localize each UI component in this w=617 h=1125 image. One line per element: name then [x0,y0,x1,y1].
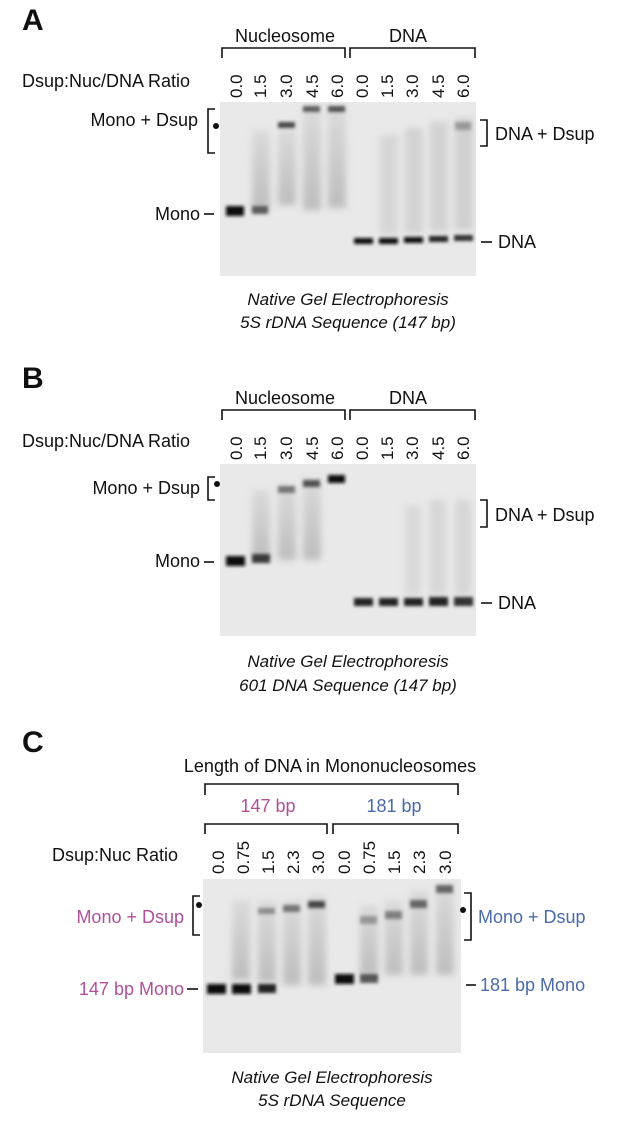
panel-b-mono-label: Mono [155,551,200,571]
panel-a-gel [220,102,476,276]
panel-b-right-bracket [480,499,488,528]
panel-c-181-bracket [332,823,459,834]
panel-a-left-dot [213,123,219,129]
panel-a-nucleosome-bracket [221,47,346,58]
panel-b-nucleosome-label: Nucleosome [235,388,335,408]
lane-label: 0.75 [360,841,379,874]
panel-a-right-bracket [480,119,488,147]
lane-label: 1.5 [378,74,397,98]
panel-a-lane-labels: 0.0 1.5 3.0 4.5 6.0 0.0 1.5 3.0 4.5 6.0 [227,74,473,98]
lane-label: 2.3 [410,850,429,874]
panel-c-181bp-label: 181 bp [366,796,421,816]
lane-label: 0.0 [209,850,228,874]
lane-label: 1.5 [385,850,404,874]
panel-c-right-bracket [464,892,472,941]
panel-b-dna-bracket [349,409,476,420]
panel-c-caption-line2: 5S rDNA Sequence [258,1091,406,1110]
panel-a-dna-dsup-label: DNA + Dsup [495,124,595,144]
lane-label: 1.5 [251,436,270,460]
panel-a-mono-label: Mono [155,204,200,224]
panel-a-nucleosome-label: Nucleosome [235,26,335,46]
lane-label: 6.0 [454,74,473,98]
panel-c-left-mono-dsup-label: Mono + Dsup [76,907,184,927]
lane-label: 6.0 [328,436,347,460]
lane-label: 3.0 [277,74,296,98]
panel-b-left-dot [214,481,220,487]
lane-label: 3.0 [403,74,422,98]
panel-b-caption-line2: 601 DNA Sequence (147 bp) [239,676,457,695]
panel-c-181-mono-label: 181 bp Mono [480,975,585,995]
panel-b-gel [220,464,476,636]
lane-label: 1.5 [259,850,278,874]
panel-b-dna-dsup-label: DNA + Dsup [495,505,595,525]
panel-a-dna-bracket [349,47,476,58]
panel-c-lane-labels: 0.0 0.75 1.5 2.3 3.0 0.0 0.75 1.5 2.3 3.… [209,841,455,874]
panel-c-gel [203,879,461,1053]
panel-c-left-dot [196,902,202,908]
panel-c-147-bracket [204,823,328,834]
panel-b-caption-line1: Native Gel Electrophoresis [247,652,449,671]
panel-a-caption-line2: 5S rDNA Sequence (147 bp) [240,313,456,332]
panel-c-147-mono-label: 147 bp Mono [79,979,184,999]
panel-b-left-bracket [207,476,215,501]
lane-label: 3.0 [403,436,422,460]
panel-b-nucleosome-bracket [221,409,346,420]
panel-a-ratio-label: Dsup:Nuc/DNA Ratio [22,71,190,91]
panel-a-left-bracket [207,108,215,154]
lane-label: 3.0 [309,850,328,874]
lane-label: 4.5 [429,74,448,98]
lane-label: 0.0 [335,850,354,874]
panel-c: C Length of DNA in Mononucleosomes 147 b… [22,726,586,1110]
panel-c-right-dot [460,907,466,913]
panel-b-letter: B [22,362,44,395]
panel-b-mono-dsup-label: Mono + Dsup [92,478,200,498]
panel-c-letter: C [22,726,44,759]
lane-label: 3.0 [436,850,455,874]
panel-a: A Nucleosome DNA Dsup:Nuc/DNA Ratio 0.0 … [22,4,595,332]
lane-label: 0.75 [234,841,253,874]
lane-label: 1.5 [251,74,270,98]
lane-label: 0.0 [353,436,372,460]
lane-label: 0.0 [227,74,246,98]
lane-label: 0.0 [227,436,246,460]
lane-label: 4.5 [303,74,322,98]
lane-label: 6.0 [454,436,473,460]
panel-a-letter: A [22,4,44,37]
panel-c-caption-line1: Native Gel Electrophoresis [231,1068,433,1087]
lane-label: 0.0 [353,74,372,98]
lane-label: 4.5 [303,436,322,460]
panel-b-dna-label: DNA [389,388,427,408]
lane-label: 3.0 [277,436,296,460]
panel-a-dna-label: DNA [389,26,427,46]
panel-a-dna-band-label: DNA [498,232,536,252]
lane-label: 2.3 [284,850,303,874]
lane-label: 6.0 [328,74,347,98]
panel-a-mono-dsup-label: Mono + Dsup [90,110,198,130]
panel-c-147bp-label: 147 bp [240,796,295,816]
panel-c-left-bracket [192,895,200,936]
panel-b-lane-labels: 0.0 1.5 3.0 4.5 6.0 0.0 1.5 3.0 4.5 6.0 [227,436,473,460]
panel-c-outer-bracket [204,783,459,795]
panel-b: B Nucleosome DNA Dsup:Nuc/DNA Ratio 0.0 … [22,362,595,695]
panel-c-right-mono-dsup-label: Mono + Dsup [478,907,586,927]
lane-label: 1.5 [378,436,397,460]
panel-b-ratio-label: Dsup:Nuc/DNA Ratio [22,431,190,451]
panel-a-caption-line1: Native Gel Electrophoresis [247,290,449,309]
lane-label: 4.5 [429,436,448,460]
panel-b-dna-band-label: DNA [498,593,536,613]
panel-c-title: Length of DNA in Mononucleosomes [184,756,476,776]
panel-c-ratio-label: Dsup:Nuc Ratio [52,845,178,865]
